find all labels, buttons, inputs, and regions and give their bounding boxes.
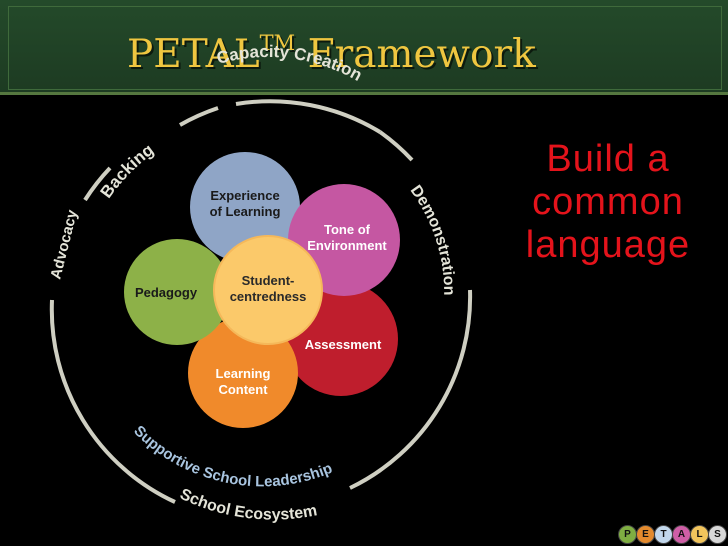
- label-demonstration-path: Demonstration: [407, 182, 457, 295]
- ring-arc-bottom-left: [49, 299, 176, 504]
- label-advocacy: Advocacy: [47, 207, 81, 281]
- petal-centre: Student- centredness: [213, 235, 323, 345]
- petal-pedagogy: Pedagogy: [124, 239, 230, 345]
- logo-letter-l: L: [690, 525, 709, 544]
- ring-arc-top: [235, 99, 382, 134]
- label-capacity-creation-path: Capacity Creation: [215, 42, 366, 85]
- title-main: PETAL: [127, 32, 260, 77]
- logo-letter-t: T: [654, 525, 673, 544]
- petal-pedagogy-label: Pedagogy: [135, 285, 198, 300]
- title-bar-frame: [8, 6, 722, 90]
- side-text-line2: common: [532, 181, 684, 223]
- logo-letter-e: E: [636, 525, 655, 544]
- petal-tone-line1: Tone of: [324, 222, 371, 237]
- label-school-ecosystem-path: School Ecosystem: [177, 486, 318, 524]
- ring-arc-left: [83, 166, 112, 202]
- label-supportive-leadership-path: Supportive School Leadership: [130, 422, 335, 490]
- title-rest: Framework: [295, 32, 536, 77]
- petal-tone-line2: Environment: [307, 238, 387, 253]
- ring-arc-left-top: [179, 106, 219, 127]
- ring-arc-top-right: [378, 130, 414, 162]
- petal-learning-content: Learning Content: [188, 318, 298, 428]
- logo-letter-s: S: [708, 525, 727, 544]
- label-school-ecosystem: School Ecosystem: [177, 486, 318, 524]
- label-capacity-creation: Capacity Creation: [215, 42, 366, 85]
- trademark-sup: TM: [259, 31, 296, 55]
- petal-learning-content-line2: Content: [218, 382, 268, 397]
- petal-experience-line1: Experience: [210, 188, 279, 203]
- logo-letter-p: P: [618, 525, 637, 544]
- side-text: Build a common language: [508, 138, 708, 267]
- petal-experience: Experience of Learning: [190, 152, 300, 262]
- petal-experience-circle: [190, 152, 300, 262]
- petal-pedagogy-circle: [124, 239, 230, 345]
- petal-centre-line2: centredness: [230, 289, 307, 304]
- petal-experience-line2: of Learning: [210, 204, 281, 219]
- title-bar: PETALTM Framework: [0, 0, 728, 95]
- petal-centre-line1: Student-: [242, 273, 295, 288]
- label-supportive-leadership: Supportive School Leadership: [130, 422, 335, 490]
- side-text-line1: Build a: [546, 138, 670, 180]
- petal-learning-content-circle: [188, 318, 298, 428]
- ring-arc-right: [349, 289, 473, 490]
- logo-letter-a: A: [672, 525, 691, 544]
- slide-title: PETALTM Framework: [127, 32, 536, 77]
- petal-learning-content-line1: Learning: [216, 366, 271, 381]
- label-demonstration: Demonstration: [407, 182, 457, 295]
- petal-centre-circle: [213, 235, 323, 345]
- outer-ring: [49, 99, 473, 504]
- side-text-line3: language: [525, 224, 691, 266]
- petal-assessment-label: Assessment: [305, 337, 382, 352]
